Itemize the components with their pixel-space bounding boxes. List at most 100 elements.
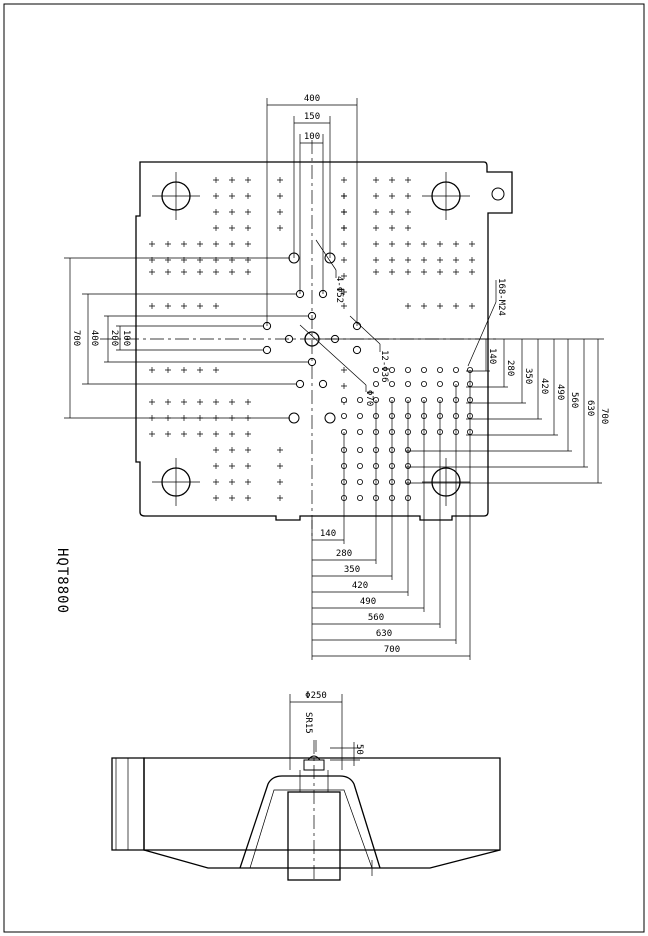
plus-marker xyxy=(389,193,395,199)
threaded-hole xyxy=(420,380,427,387)
threaded-hole xyxy=(436,380,443,387)
threaded-hole xyxy=(420,366,427,373)
threaded-hole xyxy=(356,428,363,435)
plus-marker xyxy=(277,193,283,199)
callout-threads: 168-M24 xyxy=(496,278,506,316)
callout-leaders xyxy=(299,239,497,392)
plus-marker xyxy=(341,257,347,263)
plus-marker xyxy=(341,367,347,373)
threaded-hole xyxy=(372,366,379,373)
plus-marker xyxy=(165,367,171,373)
dim-bottom-560: 560 xyxy=(368,613,384,623)
callout-12-holes: 12-Φ36 xyxy=(379,350,389,383)
plus-marker xyxy=(245,431,251,437)
plus-marker xyxy=(149,367,155,373)
plus-marker xyxy=(165,399,171,405)
plus-marker xyxy=(277,225,283,231)
plus-marker xyxy=(181,269,187,275)
threaded-hole xyxy=(388,380,395,387)
plus-marker xyxy=(373,225,379,231)
plus-marker xyxy=(245,177,251,183)
plus-marker xyxy=(373,241,379,247)
ejector-hole xyxy=(324,412,336,424)
threaded-hole xyxy=(404,380,411,387)
plus-marker xyxy=(213,431,219,437)
plus-marker xyxy=(213,225,219,231)
threaded-hole xyxy=(340,396,347,403)
bottom-dimensions xyxy=(311,370,471,660)
plus-marker xyxy=(245,241,251,247)
dim-bottom-630: 630 xyxy=(376,629,392,639)
plus-marker xyxy=(165,241,171,247)
left-dimensions xyxy=(64,257,308,419)
plus-marker xyxy=(165,431,171,437)
plus-marker xyxy=(405,241,411,247)
plus-marker xyxy=(277,479,283,485)
plus-marker xyxy=(245,209,251,215)
plus-marker xyxy=(373,257,379,263)
plus-marker xyxy=(181,399,187,405)
plus-marker xyxy=(229,399,235,405)
plus-marker xyxy=(421,257,427,263)
plus-marker xyxy=(405,257,411,263)
plus-marker xyxy=(197,303,203,309)
threaded-hole xyxy=(356,412,363,419)
plus-marker xyxy=(437,303,443,309)
plus-marker xyxy=(149,269,155,275)
plus-marker xyxy=(229,193,235,199)
plus-marker xyxy=(213,479,219,485)
drawing-code: HQT8800 xyxy=(54,548,70,614)
dim-bottom-700: 700 xyxy=(384,645,400,655)
plus-marker xyxy=(373,209,379,215)
plus-marker xyxy=(405,193,411,199)
plus-marker xyxy=(213,495,219,501)
plus-marker xyxy=(389,225,395,231)
plus-marker xyxy=(197,399,203,405)
dim-right-560: 560 xyxy=(569,392,579,408)
plus-marker xyxy=(341,303,347,309)
plus-marker xyxy=(389,209,395,215)
plus-marker xyxy=(213,447,219,453)
plus-marker xyxy=(181,241,187,247)
plus-marker xyxy=(389,257,395,263)
threaded-hole xyxy=(356,478,363,485)
platen-outline xyxy=(135,161,513,521)
dim-left-700: 700 xyxy=(71,330,81,346)
dim-left-200: 200 xyxy=(109,330,119,346)
dim-bottom-350: 350 xyxy=(344,565,360,575)
plus-marker xyxy=(229,225,235,231)
dim-bottom-140: 140 xyxy=(320,529,336,539)
plus-marker xyxy=(229,177,235,183)
plus-marker xyxy=(437,269,443,275)
dim-right-280: 280 xyxy=(505,360,515,376)
plus-marker xyxy=(437,241,443,247)
dim-right-700: 700 xyxy=(599,408,609,424)
plus-marker xyxy=(229,463,235,469)
plus-marker xyxy=(245,399,251,405)
plus-marker xyxy=(229,495,235,501)
plus-marker xyxy=(181,303,187,309)
plus-marker xyxy=(229,479,235,485)
plus-marker xyxy=(149,241,155,247)
dim-right-140: 140 xyxy=(487,348,497,364)
plus-marker xyxy=(213,193,219,199)
threaded-hole xyxy=(356,462,363,469)
plus-marker xyxy=(277,209,283,215)
plus-marker xyxy=(453,269,459,275)
plus-marker xyxy=(213,463,219,469)
plus-marker-grid xyxy=(149,177,475,501)
threaded-hole-grid xyxy=(340,366,473,501)
plus-marker xyxy=(165,269,171,275)
threaded-hole xyxy=(340,412,347,419)
plus-marker xyxy=(405,225,411,231)
plus-marker xyxy=(149,303,155,309)
plus-marker xyxy=(197,431,203,437)
plus-marker xyxy=(245,193,251,199)
threaded-hole xyxy=(404,366,411,373)
plus-marker xyxy=(197,241,203,247)
plus-marker xyxy=(421,241,427,247)
plus-marker xyxy=(245,225,251,231)
dim-bottom-420: 420 xyxy=(352,581,368,591)
plus-marker xyxy=(405,177,411,183)
